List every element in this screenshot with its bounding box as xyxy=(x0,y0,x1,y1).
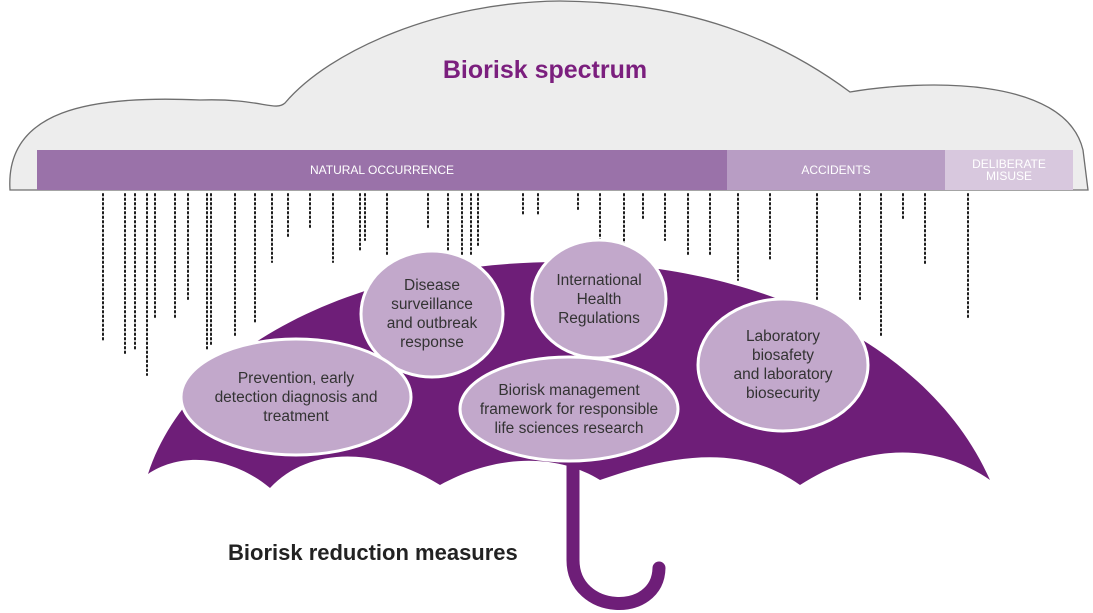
ellipse-surveillance xyxy=(359,249,505,379)
spectrum-natural-occurrence: NATURAL OCCURRENCE xyxy=(37,150,727,190)
spectrum-accidents: ACCIDENTS xyxy=(727,150,945,190)
umbrella-handle xyxy=(566,435,666,610)
measure-ihr-text: International Health Regulations xyxy=(556,271,642,327)
ellipse-laboratory xyxy=(696,297,870,433)
measure-prevention-text: Prevention, early detection diagnosis an… xyxy=(214,369,378,425)
measure-surveillance-text: Disease surveillance and outbreak respon… xyxy=(386,277,478,351)
diagram-title: Biorisk spectrum xyxy=(442,56,648,84)
ellipse-framework xyxy=(458,355,680,463)
rain-drops xyxy=(102,193,969,376)
cloud-shape xyxy=(9,0,1089,191)
spectrum-deliberate-misuse: DELIBERATE MISUSE xyxy=(945,150,1073,190)
measure-framework-text: Biorisk management framework for respons… xyxy=(479,381,659,437)
ellipse-prevention xyxy=(179,337,413,457)
measures-label: Biorisk reduction measures xyxy=(228,540,518,565)
measure-laboratory-text: Laboratory biosafety and laboratory bios… xyxy=(733,328,833,402)
